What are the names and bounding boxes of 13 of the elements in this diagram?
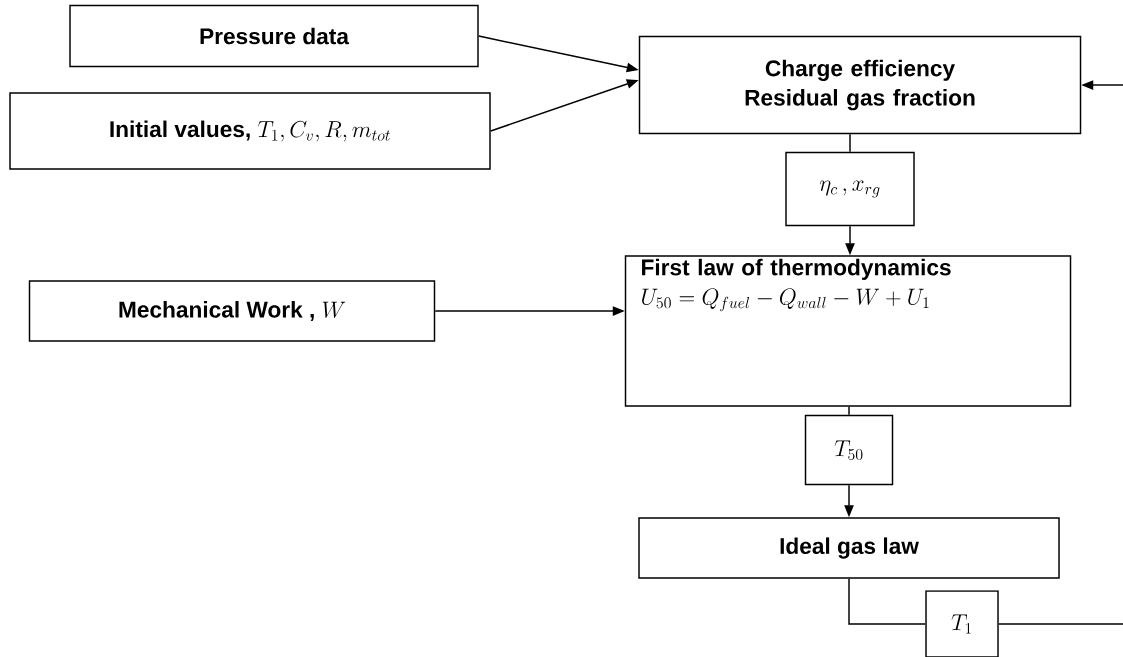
connector-line (848, 578, 926, 625)
connector-line (848, 406, 850, 416)
process-box: Ideal gas law (638, 517, 1060, 579)
process-box: Charge efficiency Residual gas fraction (638, 35, 1082, 135)
process-box: $\eta_{c}\,, x_{rg}$ (785, 151, 915, 227)
connector-line (998, 623, 1123, 625)
process-box: First law of thermodynamics $U_{50} = Q_{fuel} - Q_{wall} - W + U_{1}$ (624, 255, 1072, 407)
process-box: Pressure data (69, 4, 479, 68)
process-box: $T_{50}$ (804, 414, 894, 486)
process-box: Mechanical Work , $W$ (28, 280, 436, 342)
process-box: $T_{1}$ (925, 590, 999, 657)
connector-line (849, 133, 851, 153)
process-box: Initial values, $T_{1}, C_{v}, R, m_{tot}$ (9, 92, 491, 170)
